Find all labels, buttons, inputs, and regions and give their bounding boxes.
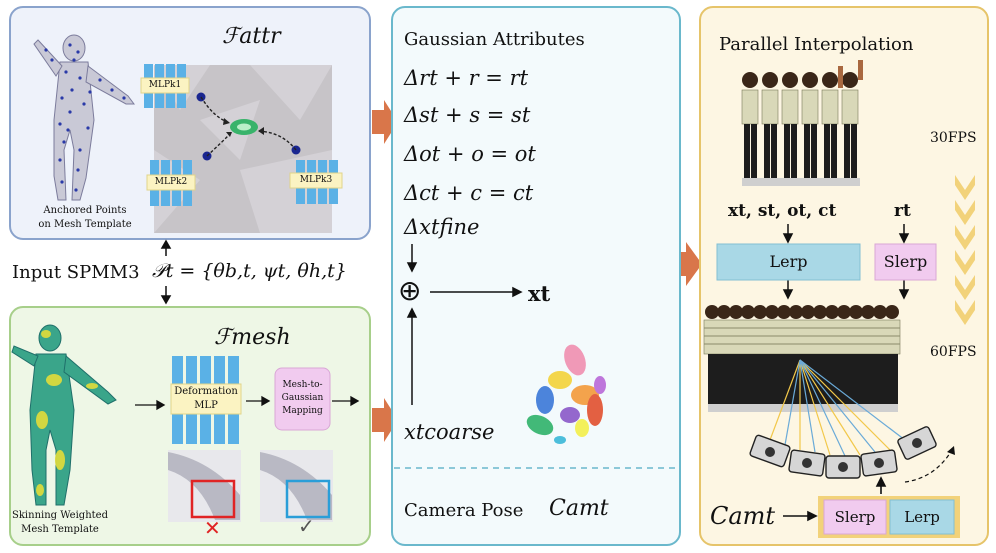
x-t-output: xt xyxy=(528,281,551,306)
mesh-caption-line1: Skinning Weighted xyxy=(12,510,108,521)
mlp-k1-label: MLPk1 xyxy=(148,80,182,90)
equation-s: Δst + s = st xyxy=(404,103,531,127)
cam-slerp-label: Slerp xyxy=(834,508,876,526)
attrs-label: xt, st, ot, ct xyxy=(728,201,837,221)
mlp-k3-label: MLPk3 xyxy=(299,175,333,185)
x-coarse: xtcoarse xyxy=(404,420,495,444)
gaussian-title: Gaussian Attributes xyxy=(404,29,585,50)
wrong-mark-icon: ✕ xyxy=(204,516,221,540)
cam-lerp-label: Lerp xyxy=(904,508,940,526)
lerp-box-label: Lerp xyxy=(769,252,808,271)
mapping-line2: Gaussian xyxy=(281,393,324,403)
mlp-k2-label: MLPk2 xyxy=(154,177,188,187)
equation-r: Δrt + r = rt xyxy=(404,66,529,90)
mapping-line1: Mesh-to- xyxy=(282,380,323,390)
equation-c: Δct + c = ct xyxy=(404,181,534,205)
attr-caption-line1: Anchored Points xyxy=(43,205,127,216)
delta-x-fine: Δxtfine xyxy=(404,215,480,239)
check-mark-icon: ✓ xyxy=(298,514,315,538)
fps30-label: 30FPS xyxy=(930,130,977,146)
gaussian-panel xyxy=(391,6,681,546)
input-formula: 𝒫t = {θb,t, ψt, θh,t} xyxy=(152,260,347,282)
equation-o: Δot + o = ot xyxy=(404,142,536,166)
input-label: Input SPMM3 xyxy=(12,262,140,283)
deformation-mlp-line1: Deformation xyxy=(174,386,238,397)
camera-pose-label: Camera Pose xyxy=(404,500,524,521)
slerp-box-label: Slerp xyxy=(883,252,928,271)
attr-caption-line2: on Mesh Template xyxy=(38,219,132,230)
interp-title: Parallel Interpolation xyxy=(719,34,914,55)
attr-title: ℱattr xyxy=(222,24,281,49)
mapping-line3: Mapping xyxy=(282,406,323,416)
deformation-mlp-line2: MLP xyxy=(194,400,218,411)
camera-pose-symbol: Camt xyxy=(549,496,609,521)
rt-label: rt xyxy=(894,201,911,221)
sum-symbol: ⊕ xyxy=(398,274,422,307)
cam-t-label: Camt xyxy=(710,502,776,530)
mesh-caption-line2: Mesh Template xyxy=(21,524,99,535)
mesh-title: ℱmesh xyxy=(214,325,291,350)
fps60-label: 60FPS xyxy=(930,344,977,360)
